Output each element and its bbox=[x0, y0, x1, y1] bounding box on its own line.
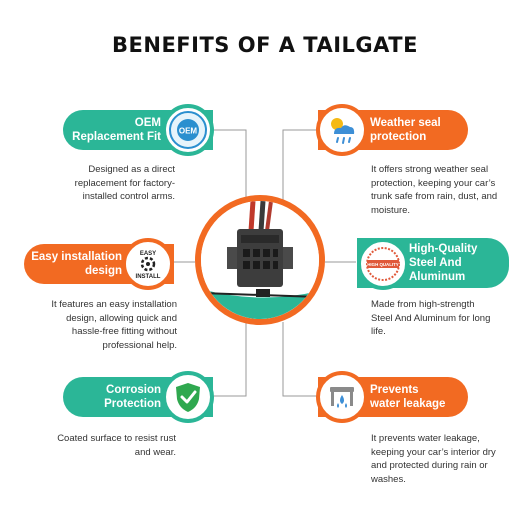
weather-icon bbox=[316, 104, 368, 156]
wiring-connector-image bbox=[201, 201, 319, 319]
svg-text:INSTALL: INSTALL bbox=[136, 274, 161, 280]
shield-check-icon bbox=[162, 371, 214, 423]
svg-text:EASY: EASY bbox=[140, 251, 156, 257]
benefit-leak-description: It prevents water leakage,keeping your c… bbox=[371, 433, 496, 485]
water-drops-icon bbox=[316, 371, 368, 423]
page-title: BENEFITS OF A TAILGATE bbox=[112, 33, 418, 57]
svg-text:OEM: OEM bbox=[179, 127, 198, 136]
high-quality-stamp-icon: HIGH QUALITY bbox=[357, 238, 409, 290]
easy-install-icon: EASY INSTALL bbox=[122, 238, 174, 290]
center-product-image bbox=[195, 195, 325, 325]
svg-text:HIGH QUALITY: HIGH QUALITY bbox=[367, 262, 399, 267]
oem-seal-icon: OEM bbox=[162, 104, 214, 156]
